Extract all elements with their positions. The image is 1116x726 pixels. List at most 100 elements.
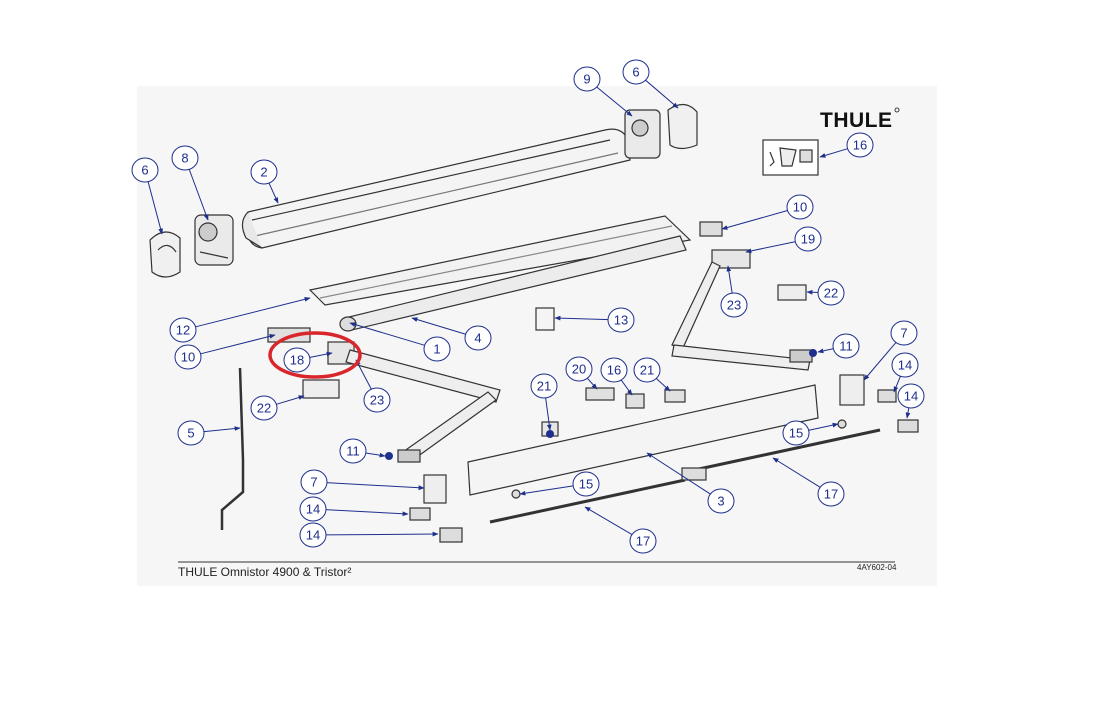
callout-circle xyxy=(720,292,748,318)
part-13-plate xyxy=(535,307,555,331)
callout-circle xyxy=(622,59,650,85)
leader-line-15 xyxy=(807,422,839,431)
callout-circle xyxy=(832,333,860,359)
part-12-front-profile xyxy=(308,215,692,306)
callout-10: 10 xyxy=(786,194,814,220)
callout-16: 16 xyxy=(600,357,628,383)
callout-circle xyxy=(530,373,558,399)
callout-circle xyxy=(174,344,202,370)
callout-14: 14 xyxy=(897,383,925,409)
callout-number: 15 xyxy=(579,477,593,492)
drawing-code: 4AY602-04 xyxy=(857,563,897,572)
callout-circle xyxy=(786,194,814,220)
part-2-cover-profile xyxy=(241,128,631,249)
leader-line-13 xyxy=(554,315,610,321)
callout-number: 17 xyxy=(636,534,650,549)
part-7-right-bracket xyxy=(839,374,865,406)
leader-line-16 xyxy=(819,147,849,158)
callout-number: 3 xyxy=(717,494,724,509)
callout-22: 22 xyxy=(250,395,278,421)
callout-number: 14 xyxy=(306,502,320,517)
part-6-left-end-cap xyxy=(149,231,181,278)
callout-23: 23 xyxy=(720,292,748,318)
callout-number: 1 xyxy=(433,342,440,357)
callout-6: 6 xyxy=(622,59,650,85)
leader-lines xyxy=(147,79,911,537)
callout-circle xyxy=(846,132,874,158)
part-7-left-bracket xyxy=(423,474,447,504)
callout-9: 9 xyxy=(573,66,601,92)
part-21-dot xyxy=(546,430,554,438)
callout-16: 16 xyxy=(846,132,874,158)
callout-19: 19 xyxy=(794,226,822,252)
part-16-bracket-kit xyxy=(762,139,819,176)
callout-number: 21 xyxy=(537,379,551,394)
callout-number: 22 xyxy=(824,286,838,301)
part-1-end-cap xyxy=(339,316,357,332)
leader-line-11 xyxy=(817,348,835,354)
callout-number: 19 xyxy=(801,232,815,247)
callout-number: 12 xyxy=(176,323,190,338)
callout-number: 7 xyxy=(900,326,907,341)
leader-line-17 xyxy=(584,506,633,536)
parts-artwork xyxy=(149,103,919,543)
callout-circle xyxy=(339,438,367,464)
part-11-dot-left xyxy=(385,452,393,460)
callout-number: 23 xyxy=(727,298,741,313)
leader-line-22 xyxy=(275,395,305,406)
callout-3: 3 xyxy=(707,488,735,514)
leader-line-6 xyxy=(644,79,679,109)
callout-number: 6 xyxy=(632,65,639,80)
part-14-right-b xyxy=(897,419,919,433)
leader-line-15 xyxy=(519,485,575,496)
callout-21: 21 xyxy=(530,373,558,399)
callout-number: 23 xyxy=(370,393,384,408)
callout-number: 22 xyxy=(257,401,271,416)
leader-line-10 xyxy=(721,209,789,230)
callout-6: 6 xyxy=(131,157,159,183)
leader-line-7 xyxy=(863,341,897,381)
callout-22: 22 xyxy=(817,280,845,306)
callout-4: 4 xyxy=(464,325,492,351)
callout-circle xyxy=(782,420,810,446)
callout-number: 16 xyxy=(607,363,621,378)
callout-circle xyxy=(423,336,451,362)
callout-circle xyxy=(250,395,278,421)
callout-number: 15 xyxy=(789,426,803,441)
leader-line-14 xyxy=(905,407,911,419)
part-8-left-gear-housing xyxy=(194,214,234,266)
leader-line-20 xyxy=(586,377,598,390)
callout-11: 11 xyxy=(832,333,860,359)
logo-wordmark: THULE xyxy=(820,109,893,132)
callout-number: 5 xyxy=(187,426,194,441)
callout-circle xyxy=(177,420,205,446)
part-22-left-plug xyxy=(302,379,340,399)
leader-line-3 xyxy=(646,452,712,495)
callout-7: 7 xyxy=(300,469,328,495)
leader-line-1 xyxy=(349,322,426,347)
callout-15: 15 xyxy=(782,420,810,446)
callout-circle xyxy=(573,66,601,92)
leader-line-23 xyxy=(355,359,372,390)
callout-circle xyxy=(794,226,822,252)
highlight-ring xyxy=(268,331,362,379)
part-15-knob-right xyxy=(837,419,847,429)
callout-number: 9 xyxy=(583,72,590,87)
callout-number: 21 xyxy=(640,363,654,378)
callout-circle xyxy=(299,496,327,522)
part-14-left-a xyxy=(409,507,431,521)
part-9-right-gear-housing xyxy=(624,109,661,159)
callout-18: 18 xyxy=(283,347,311,373)
leader-line-14 xyxy=(893,375,901,393)
callout-14: 14 xyxy=(299,522,327,548)
leader-line-22 xyxy=(806,289,820,295)
part-17-tension-rods xyxy=(489,428,881,524)
part-11-dot-right xyxy=(809,349,817,357)
callout-circle xyxy=(572,471,600,497)
callout-number: 14 xyxy=(898,358,912,373)
callout-circle xyxy=(707,488,735,514)
leader-line-7 xyxy=(325,482,425,491)
callout-circle xyxy=(131,157,159,183)
